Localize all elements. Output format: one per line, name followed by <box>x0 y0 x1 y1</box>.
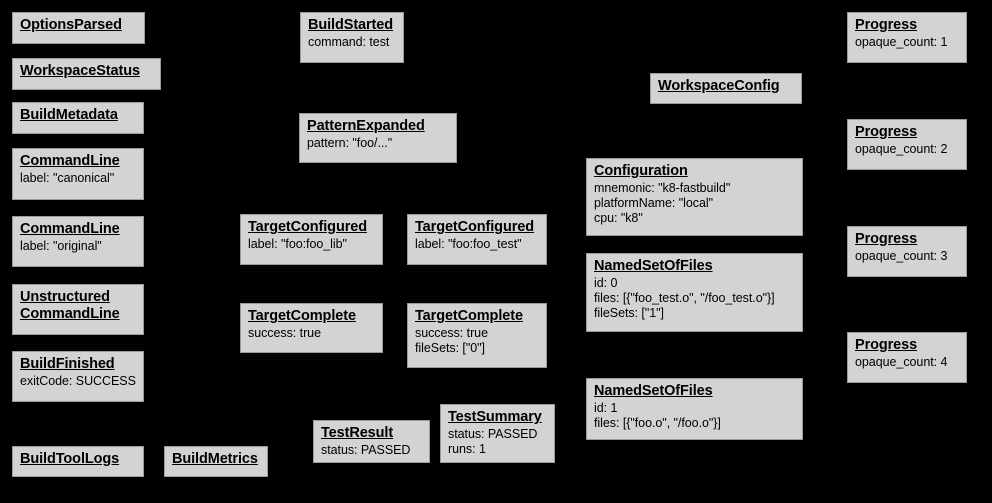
event-node-title: Progress <box>855 231 918 247</box>
event-node-build-tool-logs[interactable]: BuildToolLogs <box>12 446 144 477</box>
event-node-unstructured-command-line[interactable]: Unstructured CommandLine <box>12 284 144 335</box>
event-node-title: Progress <box>855 17 918 33</box>
event-node-field: pattern: "foo/..." <box>307 136 393 150</box>
event-node-progress-3[interactable]: Progress opaque_count: 3 <box>847 226 967 277</box>
event-node-title: TargetConfigured <box>248 219 367 235</box>
event-node-field: exitCode: SUCCESS <box>20 374 136 388</box>
event-node-configuration[interactable]: Configuration mnemonic: "k8-fastbuild"pla… <box>586 158 803 236</box>
event-node-options-parsed[interactable]: OptionsParsed <box>12 12 145 44</box>
event-node-title: Progress <box>855 337 918 353</box>
event-node-progress-1[interactable]: Progress opaque_count: 1 <box>847 12 967 63</box>
event-node-field: fileSets: ["1"] <box>594 306 664 320</box>
event-node-title: WorkspaceConfig <box>658 78 780 94</box>
event-node-title: PatternExpanded <box>307 118 425 134</box>
event-node-title: CommandLine <box>20 153 120 169</box>
event-node-fields: label: "canonical" <box>20 171 136 186</box>
event-node-field: status: PASSED <box>448 427 538 441</box>
event-node-field: runs: 1 <box>448 442 486 456</box>
event-node-workspace-config[interactable]: WorkspaceConfig <box>650 73 802 104</box>
event-node-title: Progress <box>855 124 918 140</box>
event-node-title: BuildStarted <box>308 17 394 33</box>
event-node-test-result[interactable]: TestResult status: PASSED <box>313 420 430 463</box>
event-node-field: label: "foo:foo_test" <box>415 237 522 251</box>
event-node-field: opaque_count: 1 <box>855 35 948 49</box>
event-node-field: files: [{"foo.o", "/foo.o"}] <box>594 416 721 430</box>
event-node-title: TargetComplete <box>248 308 356 324</box>
event-node-field: opaque_count: 4 <box>855 355 948 369</box>
event-node-fields: opaque_count: 4 <box>855 355 959 370</box>
event-node-workspace-status[interactable]: WorkspaceStatus <box>12 58 161 90</box>
event-node-fields: opaque_count: 1 <box>855 35 959 50</box>
event-node-field: label: "original" <box>20 239 102 253</box>
event-node-progress-4[interactable]: Progress opaque_count: 4 <box>847 332 967 383</box>
event-node-build-started[interactable]: BuildStarted command: test <box>300 12 404 63</box>
event-node-title: TestSummary <box>448 409 542 425</box>
event-node-command-line-canonical[interactable]: CommandLine label: "canonical" <box>12 148 144 200</box>
event-node-field: cpu: "k8" <box>594 211 643 225</box>
event-node-field: files: [{"foo_test.o", "/foo_test.o"}] <box>594 291 775 305</box>
event-node-field: success: true <box>415 326 488 340</box>
event-node-build-finished[interactable]: BuildFinished exitCode: SUCCESS <box>12 351 144 402</box>
event-node-fields: label: "foo:foo_lib" <box>248 237 375 252</box>
event-node-field: label: "canonical" <box>20 171 115 185</box>
event-node-build-metadata[interactable]: BuildMetadata <box>12 102 144 134</box>
event-node-title: BuildMetrics <box>172 451 258 467</box>
event-node-title: CommandLine <box>20 221 120 237</box>
event-node-target-configured-foo-test[interactable]: TargetConfigured label: "foo:foo_test" <box>407 214 547 265</box>
event-node-fields: mnemonic: "k8-fastbuild"platformName: "l… <box>594 181 795 226</box>
event-node-fields: pattern: "foo/..." <box>307 136 449 151</box>
event-node-title: TargetComplete <box>415 308 523 324</box>
event-node-fields: command: test <box>308 35 396 50</box>
event-node-field: command: test <box>308 35 390 49</box>
event-node-target-complete-lib[interactable]: TargetComplete success: true <box>240 303 383 353</box>
event-node-command-line-original[interactable]: CommandLine label: "original" <box>12 216 144 267</box>
event-node-build-metrics[interactable]: BuildMetrics <box>164 446 268 477</box>
event-node-fields: opaque_count: 3 <box>855 249 959 264</box>
event-node-field: id: 0 <box>594 276 618 290</box>
event-node-field: opaque_count: 3 <box>855 249 948 263</box>
event-node-title: Configuration <box>594 163 688 179</box>
event-node-fields: exitCode: SUCCESS <box>20 374 136 389</box>
event-node-title: Unstructured CommandLine <box>20 289 120 322</box>
event-node-title: BuildToolLogs <box>20 451 120 467</box>
event-node-field: opaque_count: 2 <box>855 142 948 156</box>
event-node-title: NamedSetOfFiles <box>594 258 713 274</box>
event-node-field: mnemonic: "k8-fastbuild" <box>594 181 731 195</box>
event-node-title: BuildMetadata <box>20 107 118 123</box>
event-node-title: NamedSetOfFiles <box>594 383 713 399</box>
event-node-fields: label: "original" <box>20 239 136 254</box>
event-node-fields: opaque_count: 2 <box>855 142 959 157</box>
event-node-target-configured-foo-lib[interactable]: TargetConfigured label: "foo:foo_lib" <box>240 214 383 265</box>
event-node-field: status: PASSED <box>321 443 411 457</box>
event-node-field: label: "foo:foo_lib" <box>248 237 347 251</box>
event-node-title: BuildFinished <box>20 356 115 372</box>
event-node-pattern-expanded[interactable]: PatternExpanded pattern: "foo/..." <box>299 113 457 163</box>
event-node-fields: success: true <box>248 326 375 341</box>
event-node-progress-2[interactable]: Progress opaque_count: 2 <box>847 119 967 170</box>
event-node-title: OptionsParsed <box>20 17 122 33</box>
event-node-fields: label: "foo:foo_test" <box>415 237 539 252</box>
event-node-field: platformName: "local" <box>594 196 713 210</box>
event-node-title: TargetConfigured <box>415 219 534 235</box>
event-node-field: id: 1 <box>594 401 618 415</box>
event-node-title: WorkspaceStatus <box>20 63 140 79</box>
event-node-title: TestResult <box>321 425 394 441</box>
event-node-field: fileSets: ["0"] <box>415 341 485 355</box>
event-node-fields: status: PASSED <box>321 443 422 458</box>
event-node-field: success: true <box>248 326 321 340</box>
